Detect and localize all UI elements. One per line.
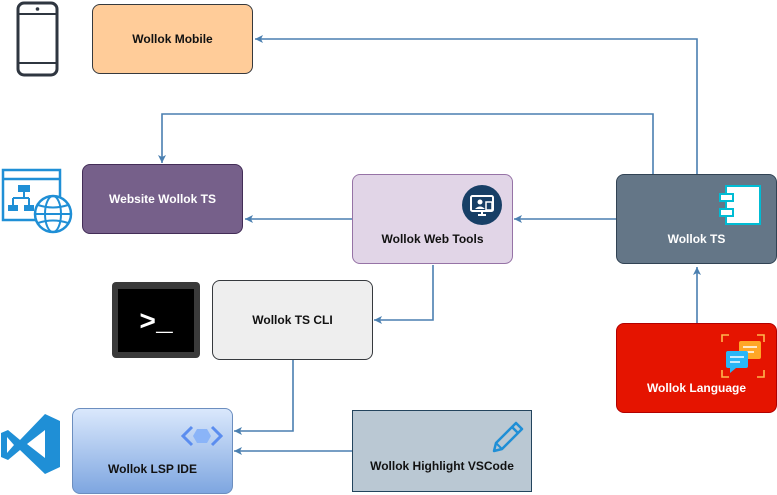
edges: [158, 35, 701, 455]
node-wollok-mobile[interactable]: Wollok Mobile: [92, 4, 253, 74]
edge-cli-to-lsp: [234, 360, 294, 435]
node-wollok-ts-cli[interactable]: Wollok TS CLI: [212, 280, 373, 360]
node-website-wollok-ts-label: Website Wollok TS: [109, 192, 216, 206]
mobile-phone-icon: [16, 1, 59, 77]
node-wollok-ts[interactable]: Wollok TS: [616, 174, 777, 264]
node-wollok-lsp-ide-label: Wollok LSP IDE: [108, 462, 197, 476]
edge-ts-to-mobile: [255, 35, 698, 175]
code-brackets-icon: [181, 425, 223, 447]
edge-web-tools-to-cli: [374, 265, 434, 324]
node-wollok-ts-label: Wollok TS: [667, 232, 726, 246]
remote-desktop-icon: [462, 185, 502, 225]
node-wollok-mobile-label: Wollok Mobile: [132, 32, 213, 46]
node-wollok-web-tools-label: Wollok Web Tools: [381, 232, 484, 246]
pencil-icon: [492, 421, 524, 453]
terminal-icon: >_: [112, 282, 200, 358]
node-wollok-language-label: Wollok Language: [646, 381, 747, 395]
sitemap-globe-icon: [1, 168, 73, 234]
node-wollok-highlight-vscode[interactable]: Wollok Highlight VSCode: [352, 410, 532, 492]
node-wollok-highlight-vscode-label: Wollok Highlight VSCode: [370, 459, 514, 473]
node-wollok-ts-cli-label: Wollok TS CLI: [252, 313, 333, 327]
terminal-prompt: >_: [139, 308, 173, 339]
component-icon: [719, 185, 761, 225]
node-wollok-language[interactable]: Wollok Language: [616, 323, 777, 413]
vscode-logo-icon: [1, 414, 60, 474]
node-wollok-lsp-ide[interactable]: Wollok LSP IDE: [72, 408, 233, 494]
node-website-wollok-ts[interactable]: Website Wollok TS: [82, 164, 243, 234]
chat-bubbles-icon: [721, 334, 765, 378]
edge-ts-to-website: [158, 113, 654, 175]
node-wollok-web-tools[interactable]: Wollok Web Tools: [352, 174, 513, 264]
